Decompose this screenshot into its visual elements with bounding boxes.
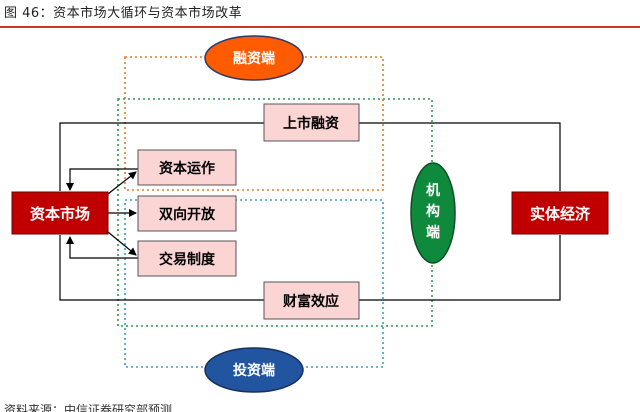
ipo-financing-label: 上市融资 [283,115,339,132]
capital-operation-box [137,149,237,186]
institution-side-region [117,98,433,327]
trading-system-box [137,240,237,277]
wealth-effect-label: 财富效应 [282,293,339,310]
figure-caption: 图 46：资本市场大循环与资本市场改革 [4,6,243,21]
real-economy-box [511,191,609,235]
arrow-operation-diag [107,171,137,195]
arrow-capital-operation [66,168,138,191]
trading-system-label: 交易制度 [159,251,216,268]
caption-divider [0,26,640,28]
financing-side-ellipse [204,35,304,81]
institution-side-ellipse [410,162,456,264]
arrow-trading-diag [107,231,137,256]
cycle-line-top [59,122,264,191]
source-footer: 资料来源：中信证券研究部预测 [4,404,173,412]
cycle-line-bottom-right [359,235,561,301]
institution-side-char: 端 [426,224,440,241]
cycle-line-top-right [359,122,561,191]
institution-side-char: 构 [426,203,440,220]
real-economy-label: 实体经济 [530,205,591,223]
cycle-line-bottom [59,235,264,301]
arrow-trading-system [66,236,138,259]
capital-operation-label: 资本运作 [159,160,215,177]
investing-side-region [124,199,384,368]
financing-side-label: 融资端 [233,50,275,67]
two-way-opening-label: 双向开放 [159,206,216,223]
institution-side-char: 机 [426,182,440,199]
investing-side-ellipse [204,347,304,393]
capital-market-label: 资本市场 [30,205,90,223]
wealth-effect-box [263,281,360,320]
two-way-opening-box [137,195,237,232]
institution-side-label: 机构端 [426,182,440,241]
ipo-financing-box [263,103,360,142]
investing-side-label: 投资端 [233,362,275,379]
capital-market-box [11,191,109,235]
